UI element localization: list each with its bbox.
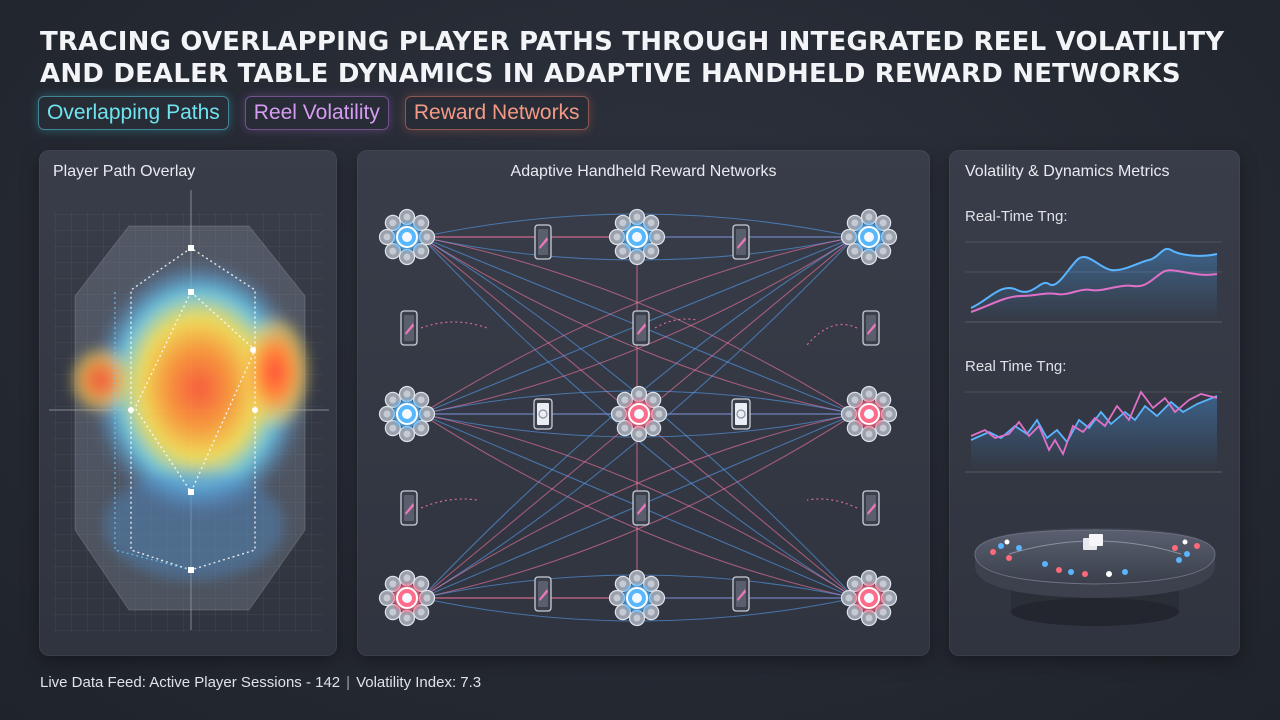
reward-hub-node: [840, 208, 898, 266]
tag-bar: Overlapping Paths Reel Volatility Reward…: [38, 96, 589, 130]
handheld-device-icon: [632, 310, 650, 346]
reward-hub-node: [378, 569, 436, 627]
live-data-feed: Live Data Feed: Active Player Sessions -…: [40, 674, 481, 691]
reward-hub-node: [378, 208, 436, 266]
footer-divider: |: [346, 674, 351, 691]
tag-reel-volatility[interactable]: Reel Volatility: [244, 96, 389, 130]
handheld-device-icon: [732, 224, 750, 260]
player-path-overlay-panel: Player Path Overlay: [39, 150, 337, 656]
volatility-index-text: Volatility Index: 7.3: [356, 674, 482, 691]
handheld-device-icon: [731, 398, 751, 430]
handheld-device-icon: [862, 310, 880, 346]
metrics-graphics: [965, 241, 1222, 626]
handheld-device-icon: [534, 224, 552, 260]
reward-hub-node: [610, 385, 668, 443]
panel-title-player-path: Player Path Overlay: [53, 163, 196, 180]
reward-network-graph: [378, 208, 898, 627]
handheld-device-icon: [632, 490, 650, 526]
reward-hub-node: [608, 208, 666, 266]
metric-chart-1-label: Real-Time Tng:: [965, 208, 1068, 225]
active-sessions-text: Live Data Feed: Active Player Sessions -…: [40, 674, 341, 691]
metric-chart-2-label: Real Time Tng:: [965, 358, 1067, 375]
reward-hub-node: [840, 385, 898, 443]
reward-hub-node: [840, 569, 898, 627]
page-title: TRACING OVERLAPPING PLAYER PATHS THROUGH…: [40, 26, 1240, 90]
handheld-device-icon: [400, 490, 418, 526]
reward-network-panel: Adaptive Handheld Reward Networks: [357, 150, 930, 656]
realtime-chart-1: [965, 241, 1222, 323]
handheld-device-icon: [534, 576, 552, 612]
tag-overlapping-paths[interactable]: Overlapping Paths: [38, 96, 229, 130]
handheld-device-icon: [400, 310, 418, 346]
realtime-chart-2: [965, 390, 1222, 473]
panel-title-metrics: Volatility & Dynamics Metrics: [965, 163, 1170, 180]
handheld-device-icon: [732, 576, 750, 612]
dealer-table-graphic: [974, 528, 1216, 626]
handheld-devices: [400, 224, 880, 612]
metrics-panel: Volatility & Dynamics Metrics Real-Time …: [949, 150, 1240, 656]
reward-hub-node: [608, 569, 666, 627]
handheld-device-icon: [533, 398, 553, 430]
network-nodes: [378, 208, 898, 627]
page-title-line-1: TRACING OVERLAPPING PLAYER PATHS THROUGH…: [40, 27, 1225, 57]
panel-title-reward-network: Adaptive Handheld Reward Networks: [510, 163, 777, 180]
handheld-device-icon: [862, 490, 880, 526]
heatmap-graphic: [49, 190, 329, 632]
tag-reward-networks[interactable]: Reward Networks: [404, 96, 589, 130]
reward-hub-node: [378, 385, 436, 443]
page-title-line-2: AND DEALER TABLE DYNAMICS IN ADAPTIVE HA…: [40, 59, 1181, 89]
